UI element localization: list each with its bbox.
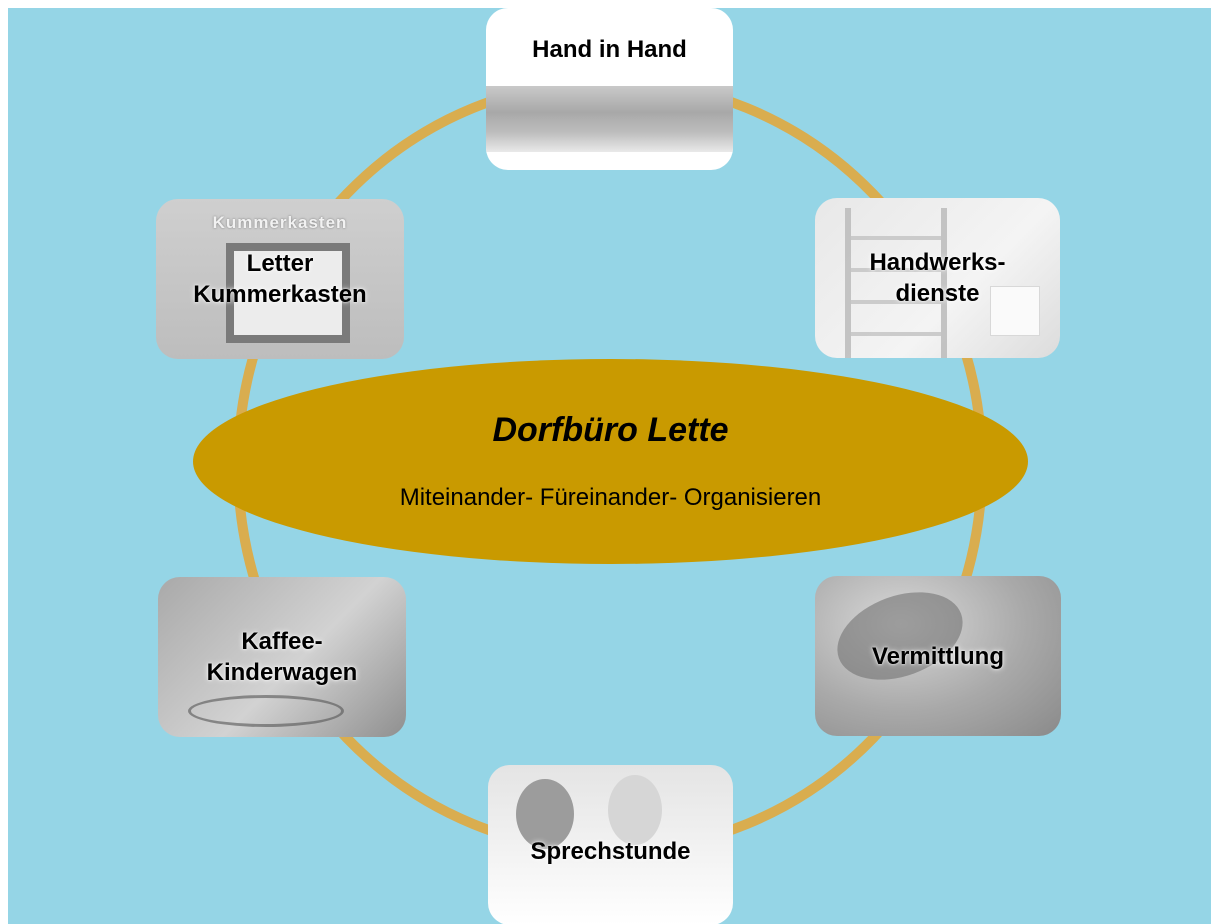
center-title: Dorfbüro Lette — [492, 411, 729, 449]
node-label: Hand in Hand — [532, 35, 687, 63]
mailbox-sign-text: Kummerkasten — [212, 213, 348, 232]
center-subtitle: Miteinander- Füreinander- Organisieren — [399, 484, 822, 511]
node-vermittlung: Vermittlung — [815, 576, 1061, 736]
node-label: Kaffee- Kinderwagen — [206, 628, 358, 686]
node-sprechstunde: Sprechstunde — [488, 765, 733, 924]
node-hand-in-hand: Hand in Hand — [486, 8, 733, 170]
node-handwerksdienste: Handwerks- dienste — [815, 198, 1060, 358]
center-ellipse: Dorfbüro Lette Miteinander- Füreinander-… — [193, 359, 1028, 564]
mailbox-photo — [156, 199, 404, 359]
node-label: Handwerks- dienste — [869, 249, 1006, 307]
hands-photo — [486, 86, 733, 152]
consultation-photo — [488, 765, 733, 924]
node-label: Vermittlung — [871, 642, 1004, 670]
node-kummerkasten: Kummerkasten Letter Kummerkasten — [156, 199, 404, 359]
node-label: Sprechstunde — [530, 837, 691, 865]
node-kaffee-kinderwagen: Kaffee- Kinderwagen — [158, 577, 406, 737]
node-label: Letter Kummerkasten — [193, 250, 367, 308]
ladder-photo — [815, 198, 1060, 358]
diagram-canvas: Hand in Hand Handwerks- dienste Vermittl… — [8, 8, 1211, 924]
scissors-photo — [158, 577, 406, 737]
